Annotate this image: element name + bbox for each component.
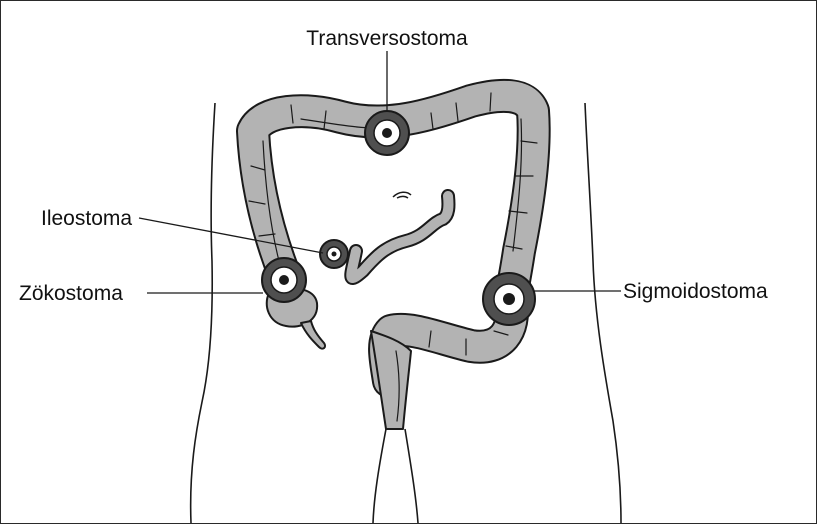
appendix — [301, 321, 325, 349]
ileostoma-stoma — [320, 240, 348, 268]
ileum — [351, 196, 448, 278]
label-sigmoidostoma: Sigmoidostoma — [623, 280, 768, 303]
label-transversostoma: Transversostoma — [306, 27, 468, 50]
zoekostoma-stoma — [262, 258, 306, 302]
transversostoma-stoma — [365, 111, 409, 155]
sigmoidostoma-stoma — [483, 273, 535, 325]
umbilicus-mark — [393, 192, 411, 198]
label-zoekostoma: Zökostoma — [19, 282, 123, 305]
label-ileostoma: Ileostoma — [41, 207, 132, 230]
